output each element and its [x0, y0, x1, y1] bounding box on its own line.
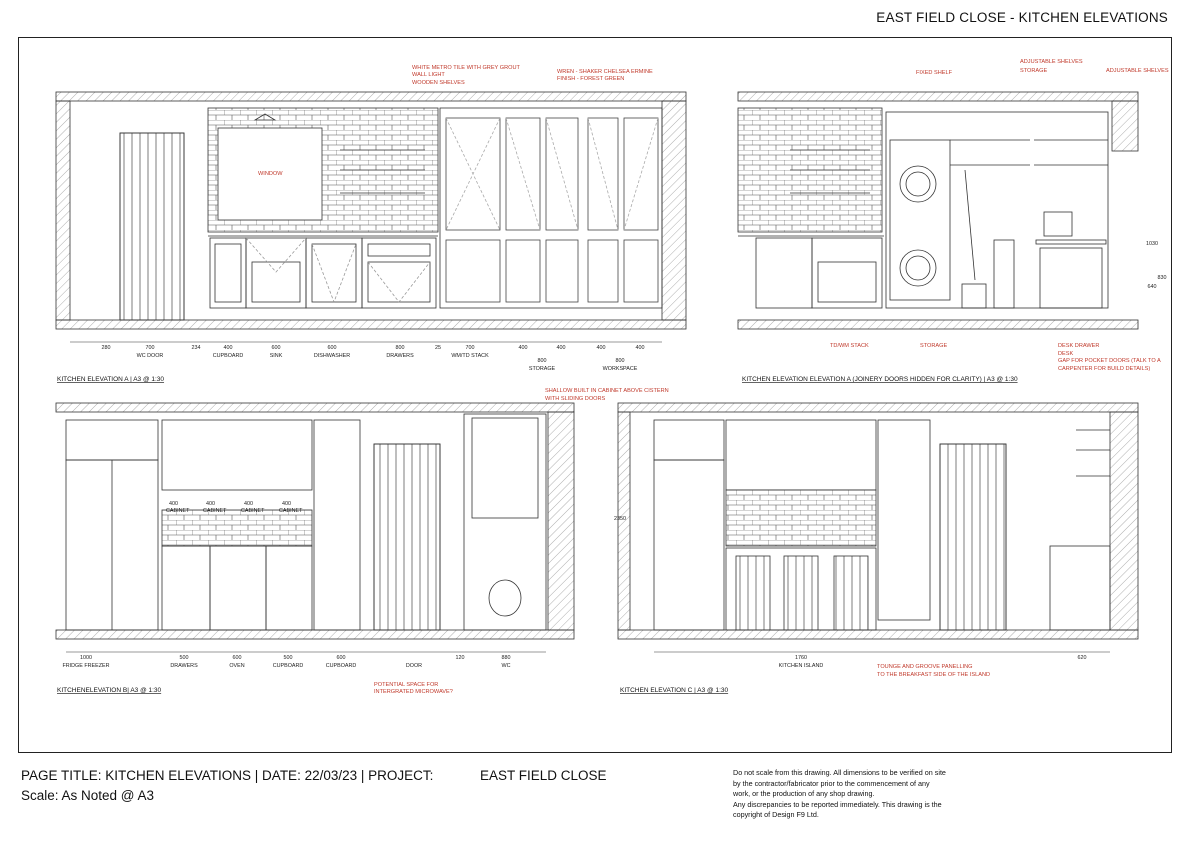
dim-a-value: 25: [435, 345, 441, 351]
elevation-b: [55, 402, 575, 640]
annotation-gap-1: GAP FOR POCKET DOORS (TALK TO A: [1058, 358, 1161, 364]
dim-a-group-label: WORKSPACE: [603, 366, 638, 372]
dim-a-group-value: 800: [616, 358, 625, 364]
dim-c-label: KITCHEN ISLAND: [779, 663, 824, 669]
sheet-title: EAST FIELD CLOSE - KITCHEN ELEVATIONS: [876, 10, 1168, 25]
dim-b-value: 500: [284, 655, 293, 661]
dim-b-label: CUPBOARD: [326, 663, 357, 669]
bar-stools-c: [735, 555, 869, 631]
annotation-tongue-1: TOUNGE AND GROOVE PANELLING: [877, 664, 973, 670]
dim-b-label: CUPBOARD: [273, 663, 304, 669]
dim-b-label: OVEN: [229, 663, 244, 669]
dim-b-label: DRAWERS: [170, 663, 198, 669]
title-block-project: EAST FIELD CLOSE: [480, 768, 607, 783]
annotation-fixed-shelf: FIXED SHELF: [916, 70, 953, 76]
disclaimer-line: work, or the production of any shop draw…: [733, 789, 875, 799]
title-block-scale: Scale: As Noted @ A3: [21, 788, 155, 803]
dim-a-value: 400: [597, 345, 606, 351]
annotation-gap-2: CARPENTER FOR BUILD DETAILS): [1058, 366, 1150, 372]
dim-a-label: WM/TD STACK: [451, 353, 489, 359]
annotation-shallow-2: WITH SLIDING DOORS: [545, 396, 606, 402]
dim-b-value: 120: [456, 655, 465, 661]
dim-a-label: CUPBOARD: [213, 353, 244, 359]
dim-a-label: DRAWERS: [386, 353, 414, 359]
dim-side-value: 640: [1148, 284, 1157, 290]
annotation-desk: DESK: [1058, 351, 1074, 357]
dim-c-height: 2350: [614, 516, 626, 522]
cabinet-label-4b: CABINET: [279, 508, 303, 514]
annotation-tile: WHITE METRO TILE WITH GREY GROUT: [412, 65, 521, 71]
dim-a-value: 700: [146, 345, 155, 351]
cabinet-label-4: 400: [282, 501, 291, 507]
annotation-tongue-2: TO THE BREAKFAST SIDE OF THE ISLAND: [877, 672, 990, 678]
cabinet-label-2: 400: [206, 501, 215, 507]
dim-c-value: 620: [1078, 655, 1087, 661]
dim-a-value: 600: [328, 345, 337, 351]
cabinet-label-1b: CABINET: [166, 508, 190, 514]
dim-b-value: 500: [180, 655, 189, 661]
elevation-b-title: KITCHENELEVATION B| A3 @ 1:30: [57, 687, 162, 694]
annotation-wall-light: WALL LIGHT: [412, 72, 445, 78]
disclaimer-line: Do not scale from this drawing. All dime…: [733, 768, 946, 777]
cabinet-label-3b: CABINET: [241, 508, 265, 514]
annotation-microwave-1: POTENTIAL SPACE FOR: [374, 682, 438, 688]
annotation-adjustable-shelves-right: ADJUSTABLE SHELVES: [1106, 68, 1169, 74]
dim-a-value: 234: [192, 345, 201, 351]
elevation-c-title: KITCHEN ELEVATION C | A3 @ 1:30: [620, 687, 728, 694]
dim-b-value: 600: [337, 655, 346, 661]
shelves-a: [340, 149, 425, 194]
cabinet-label-1: 400: [169, 501, 178, 507]
disclaimer-line: Any discrepancies to be reported immedia…: [733, 799, 942, 809]
title-block-line1: PAGE TITLE: KITCHEN ELEVATIONS | DATE: 2…: [21, 768, 434, 783]
dim-c-value: 1760: [795, 655, 807, 661]
elevation-a: [55, 91, 687, 330]
dim-a-value: 400: [636, 345, 645, 351]
elevation-c: [617, 402, 1139, 640]
dim-a-group-value: 800: [538, 358, 547, 364]
dim-a-label: SINK: [270, 353, 283, 359]
dim-a-value: 400: [557, 345, 566, 351]
dim-a-value: 800: [396, 345, 405, 351]
drawing-frame: [18, 37, 1172, 753]
dim-b-label: WC: [502, 663, 511, 669]
dim-a-label: DISHWASHER: [314, 353, 350, 359]
cabinet-label-3: 400: [244, 501, 253, 507]
annotation-window: WINDOW: [258, 171, 283, 177]
dim-a-value: 400: [519, 345, 528, 351]
dim-b-value: 600: [233, 655, 242, 661]
dim-side-value: 1030: [1146, 241, 1158, 247]
elevation-a-title: KITCHEN ELEVATION A | A3 @ 1:30: [57, 376, 164, 383]
annotation-storage-bottom: STORAGE: [920, 343, 948, 349]
annotation-adjustable-shelves: ADJUSTABLE SHELVES: [1020, 59, 1083, 65]
annotation-storage: STORAGE: [1020, 68, 1048, 74]
dim-b-label: DOOR: [406, 663, 422, 669]
disclaimer: Do not scale from this drawing. All dime…: [733, 768, 993, 821]
annotation-wren-2: FINISH - FOREST GREEN: [557, 76, 624, 82]
dim-side-value: 830: [1158, 275, 1167, 281]
dim-b-value: 1000: [80, 655, 92, 661]
disclaimer-line: copyright of Design F9 Ltd.: [733, 810, 819, 820]
dim-b-label: FRIDGE FREEZER: [62, 663, 109, 669]
elevation-a-hidden-title: KITCHEN ELEVATION ELEVATION A (JOINERY D…: [742, 376, 1018, 383]
dim-b-value: 880: [502, 655, 511, 661]
dim-a-label: WC DOOR: [137, 353, 164, 359]
elevation-a-hidden: [737, 91, 1139, 330]
annotation-td-wm-stack: TD/WM STACK: [830, 343, 869, 349]
dim-a-value: 280: [102, 345, 111, 351]
annotation-microwave-2: INTERGRATED MICROWAVE?: [374, 689, 453, 695]
dim-a-value: 400: [224, 345, 233, 351]
dim-a-group-label: STORAGE: [529, 366, 556, 372]
annotation-wren-1: WREN - SHAKER CHELSEA ERMINE: [557, 69, 653, 75]
cabinet-label-2b: CABINET: [203, 508, 227, 514]
annotation-shallow-1: SHALLOW BUILT IN CABINET ABOVE CISTERN: [545, 388, 669, 394]
annotation-wooden-shelves: WOODEN SHELVES: [412, 80, 465, 86]
dim-a-value: 700: [466, 345, 475, 351]
disclaimer-line: by the contractor/fabricator prior to th…: [733, 778, 930, 788]
dim-a-value: 600: [272, 345, 281, 351]
annotation-desk-drawer: DESK DRAWER: [1058, 343, 1099, 349]
